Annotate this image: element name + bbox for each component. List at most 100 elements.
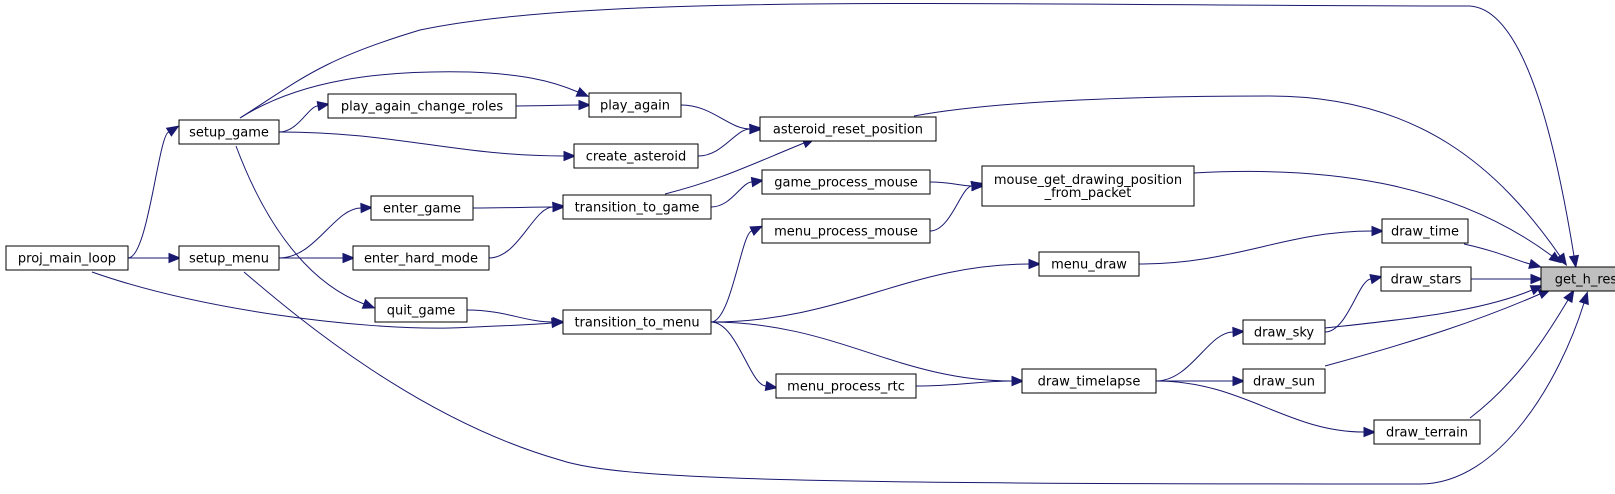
- edge-line: [91, 271, 553, 329]
- edge-setup_menu-to-enter_hard_mode: [278, 252, 356, 264]
- arrowhead: [1563, 289, 1575, 304]
- edge-transition_to_menu-to-menu_process_rtc: [710, 321, 779, 392]
- node-label: draw_timelapse: [1038, 375, 1141, 390]
- node-draw-sky[interactable]: draw_sky: [1242, 319, 1326, 345]
- edge-line: [1324, 278, 1372, 333]
- node-box: [327, 93, 517, 119]
- node-label: create_asteroid: [586, 150, 686, 165]
- edge-draw_timelapse-to-draw_terrain: [1155, 380, 1377, 438]
- edge-quit_game-to-transition_to_menu: [466, 309, 566, 328]
- node-game-process-mouse[interactable]: game_process_mouse: [761, 169, 931, 195]
- edge-line: [466, 309, 554, 323]
- node-label: asteroid_reset_position: [773, 123, 923, 138]
- edge-setup_game-to-quit_game: [235, 145, 376, 309]
- node-box: [374, 297, 468, 323]
- node-menu-process-mouse[interactable]: menu_process_mouse: [761, 218, 931, 244]
- node-enter-game[interactable]: enter_game: [370, 195, 474, 221]
- node-box: [178, 119, 280, 145]
- edge-line: [488, 206, 554, 259]
- node-draw-stars[interactable]: draw_stars: [1380, 266, 1472, 292]
- node-draw-terrain[interactable]: draw_terrain: [1373, 419, 1481, 445]
- edge-setup_game-to-create_asteroid: [278, 131, 577, 162]
- arrowhead: [360, 202, 374, 214]
- node-box: [573, 143, 699, 169]
- node-menu-process-rtc[interactable]: menu_process_rtc: [775, 373, 917, 399]
- edge-proj_main_loop-to-setup_menu: [127, 252, 182, 264]
- edge-line: [710, 321, 767, 387]
- node-transition-to-game[interactable]: transition_to_game: [562, 194, 712, 220]
- edge-line: [278, 131, 565, 157]
- edge-proj_main_loop-to-transition_to_menu: [91, 271, 565, 329]
- edge-line: [278, 207, 362, 259]
- node-transition-to-menu[interactable]: transition_to_menu: [562, 309, 712, 335]
- edge-line: [913, 95, 1561, 257]
- edge-draw_sky-to-draw_stars: [1324, 273, 1383, 333]
- node-draw-time[interactable]: draw_time: [1381, 218, 1469, 244]
- node-play-again[interactable]: play_again: [588, 92, 682, 118]
- arrowhead: [1232, 326, 1246, 338]
- node-create-asteroid[interactable]: create_asteroid: [573, 143, 699, 169]
- node-draw-timelapse[interactable]: draw_timelapse: [1021, 368, 1157, 394]
- node-draw-sun[interactable]: draw_sun: [1242, 368, 1326, 394]
- node-label: draw_sun: [1253, 375, 1315, 390]
- arrowhead: [575, 87, 590, 97]
- edge-asteroid_reset_position-to-get_h_res: [913, 95, 1568, 267]
- edge-play_again_change_roles-to-play_again: [515, 99, 592, 111]
- node-setup-game[interactable]: setup_game: [178, 119, 280, 145]
- node-box: [981, 165, 1195, 207]
- edge-setup_menu-to-enter_game: [278, 202, 374, 259]
- arrowhead: [563, 150, 577, 162]
- node-box: [1242, 368, 1326, 394]
- node-quit-game[interactable]: quit_game: [374, 297, 468, 323]
- edge-line: [710, 263, 1030, 323]
- node-mouse-get-drawing-position-from-packet[interactable]: mouse_get_drawing_position_from_packet: [981, 165, 1195, 207]
- arrowhead: [578, 99, 592, 111]
- edge-line: [915, 380, 1013, 387]
- edge-setup_game-to-play_again_change_roles: [278, 100, 331, 133]
- node-box: [370, 195, 474, 221]
- node-box: [1380, 266, 1472, 292]
- node-label: transition_to_menu: [574, 316, 699, 331]
- edge-line: [472, 206, 554, 209]
- node-label: get_h_res: [1555, 273, 1615, 288]
- edge-line: [515, 104, 580, 107]
- node-label: enter_game: [383, 202, 461, 217]
- edge-menu_process_rtc-to-draw_timelapse: [915, 375, 1025, 387]
- node-proj-main-loop[interactable]: proj_main_loop: [5, 245, 129, 271]
- arrowhead: [1028, 258, 1042, 270]
- edge-line: [1324, 289, 1533, 329]
- edge-transition_to_game-to-game_process_mouse: [710, 176, 765, 208]
- edge-line: [697, 128, 751, 157]
- arrowhead: [1232, 375, 1246, 387]
- node-box: [1381, 218, 1469, 244]
- node-label: draw_stars: [1391, 273, 1462, 288]
- node-enter-hard-mode[interactable]: enter_hard_mode: [352, 245, 490, 271]
- node-menu-draw[interactable]: menu_draw: [1038, 251, 1140, 277]
- arrowhead: [1568, 254, 1580, 269]
- edge-menu_process_mouse-to-mouse_get_drawing_position_from_packet: [929, 180, 984, 232]
- arrowhead: [764, 380, 779, 392]
- arrowhead: [342, 252, 356, 264]
- arrowhead: [1528, 258, 1542, 269]
- node-box: [562, 309, 712, 335]
- edge-mouse_get_drawing_position_from_packet-to-get_h_res: [1193, 170, 1562, 264]
- node-play-again-change-roles[interactable]: play_again_change_roles: [327, 93, 517, 119]
- arrowhead: [1011, 375, 1025, 387]
- node-setup-menu[interactable]: setup_menu: [178, 245, 280, 271]
- node-box: [1021, 368, 1157, 394]
- arrowhead: [361, 298, 376, 309]
- node-label: quit_game: [387, 304, 456, 319]
- edge-line: [1193, 170, 1553, 257]
- node-box: [352, 245, 490, 271]
- arrowhead: [552, 201, 566, 213]
- arrowhead: [1578, 291, 1589, 306]
- node-label: _from_packet: [1044, 186, 1132, 201]
- node-label: draw_terrain: [1386, 426, 1468, 441]
- edge-setup_menu-to-get_h_res: [243, 271, 1589, 485]
- node-get-h-res[interactable]: get_h_res: [1540, 266, 1615, 292]
- node-box: [5, 245, 129, 271]
- edge-line: [1155, 380, 1365, 433]
- node-asteroid-reset-position[interactable]: asteroid_reset_position: [759, 116, 937, 142]
- node-box: [761, 169, 931, 195]
